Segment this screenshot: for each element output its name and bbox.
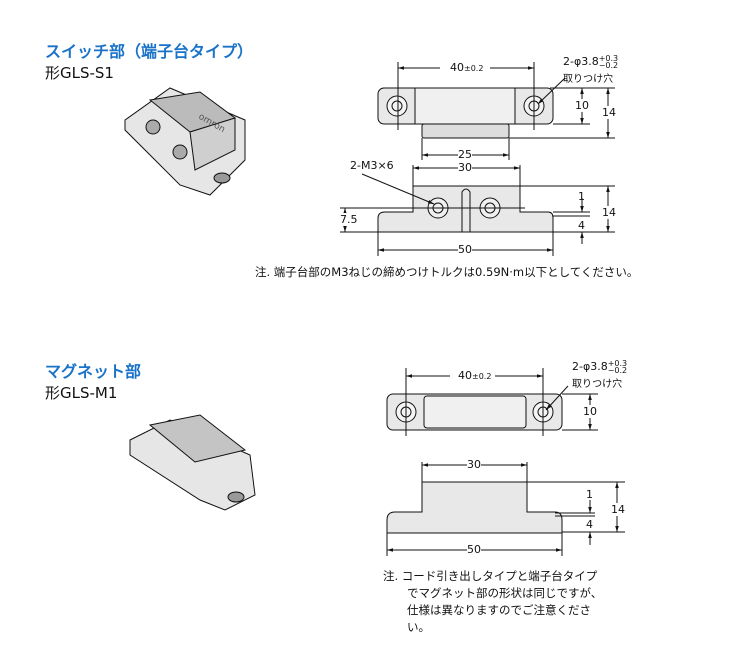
switch-product-photo [124,87,246,196]
dim-width: 10 [575,99,589,112]
magnet-note-line-4: い。 [407,620,430,634]
dim-pitch: 40±0.2 [450,61,484,74]
dim-pitch: 40±0.2 [458,369,492,382]
dim-step: 1 [578,190,585,203]
dim-hole: 2-φ3.8+0.3−0.2 [572,359,628,375]
dim-width: 10 [583,405,597,418]
magnet-top-view [386,368,598,436]
dim-step: 1 [586,488,593,501]
magnet-note-line-2: でマグネット部の形状は同じですが、 [407,586,603,600]
dim-base: 4 [586,518,593,531]
dim-length: 50 [467,543,481,556]
switch-side-view [340,165,615,256]
switch-top-view [377,62,615,160]
dim-height-side: 14 [602,206,616,219]
magnet-side-view [386,462,625,556]
dim-height-side: 14 [611,503,625,516]
dim-hole-label: 取りつけ穴 [563,74,614,85]
dim-length: 50 [458,243,472,256]
switch-note: 注. 端子台部のM3ねじの締めつけトルクは0.59N·m以下としてください。 [255,265,639,279]
magnet-product-photo [129,414,256,511]
magnet-model: 形GLS-M1 [45,384,118,402]
dim-inner: 25 [458,148,472,161]
magnet-section-title: マグネット部 [45,362,142,381]
switch-model: 形GLS-S1 [45,64,114,82]
magnet-note-line-3: 仕様は異なりますのでご注意くださ [407,603,591,617]
dim-screw: 2-M3×6 [350,159,394,172]
dim-height-top: 14 [602,106,616,119]
dim-hole-label: 取りつけ穴 [572,379,623,390]
switch-section-title: スイッチ部（端子台タイプ） [45,42,254,61]
dim-hole: 2-φ3.8+0.3−0.2 [563,54,619,70]
dim-body: 30 [458,161,472,174]
dim-screw-height: 7.5 [340,213,358,226]
dim-body: 30 [467,458,481,471]
magnet-note-line-1: 注. コード引き出しタイプと端子台タイプ [383,569,598,583]
dim-base: 4 [578,219,585,232]
